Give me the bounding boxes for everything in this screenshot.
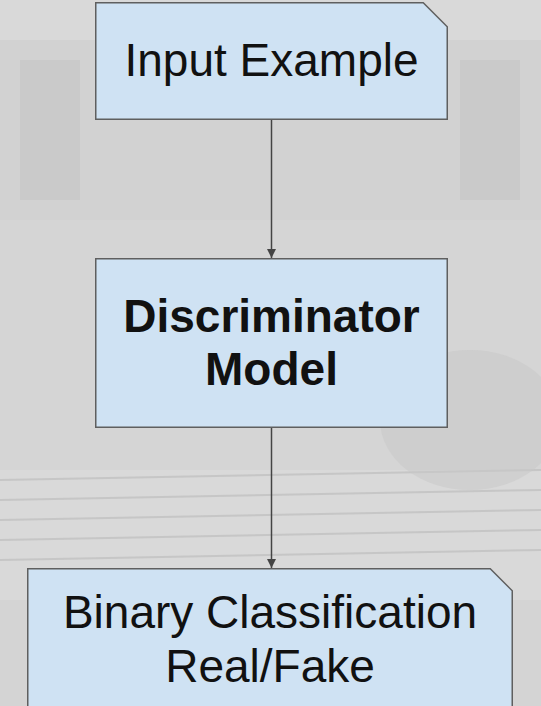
box-shape [96, 259, 448, 428]
box-label: Binary Classification Real/Fake [27, 572, 513, 706]
box-label: Discriminator Model [95, 276, 448, 411]
box-label: Input Example [102, 20, 440, 101]
process-box: Binary Classification Real/Fake [27, 568, 513, 706]
box-shape [28, 569, 513, 706]
arrow-connector [271, 120, 273, 258]
arrow-connector [271, 428, 273, 568]
process-box: Input Example [95, 2, 448, 120]
building-window [20, 60, 80, 200]
process-box: Discriminator Model [95, 258, 448, 428]
building-window [460, 60, 520, 200]
box-shape [96, 3, 448, 120]
